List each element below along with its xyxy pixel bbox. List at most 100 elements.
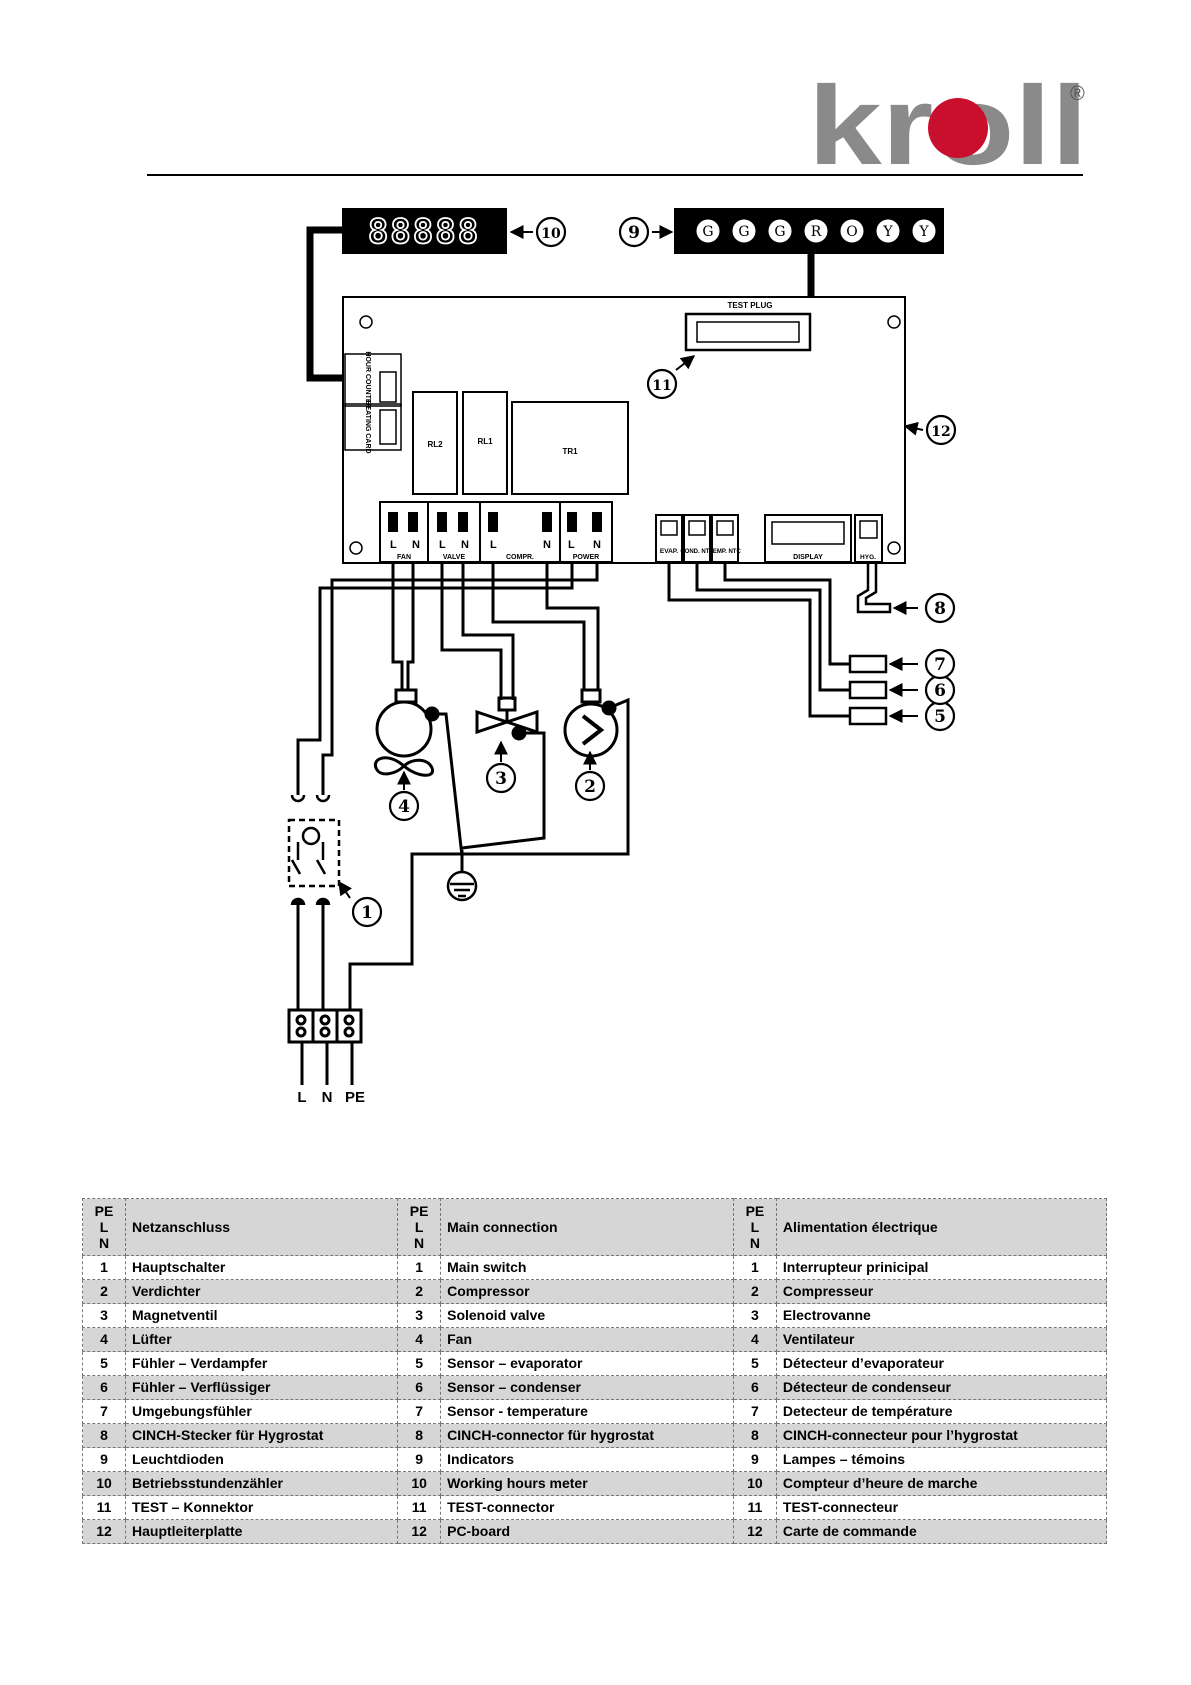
svg-text:FAN: FAN — [397, 554, 411, 561]
sensor-6 — [848, 680, 888, 700]
svg-text:1: 1 — [361, 903, 373, 923]
led-indicator-5: O — [840, 219, 864, 243]
led-letter: G — [738, 224, 749, 240]
callout-3: 3 — [485, 740, 517, 794]
legend-text-en: Solenoid valve — [440, 1303, 734, 1328]
callout-5: 5 — [888, 700, 956, 732]
svg-text:L: L — [439, 539, 446, 551]
callout-10: 10 — [509, 216, 567, 248]
legend-text-fr: Ventilateur — [775, 1327, 1108, 1352]
svg-text:COND. NTC: COND. NTC — [680, 549, 714, 555]
supply-labels: L N PE — [297, 1089, 365, 1106]
logo-red-dot — [928, 98, 988, 158]
legend-header-en: Main connection — [440, 1198, 734, 1256]
svg-text:L: L — [390, 539, 397, 551]
legend-text-de: Hauptschalter — [124, 1255, 399, 1280]
svg-text:N: N — [593, 539, 601, 551]
legend-number-fr: 8 — [732, 1423, 777, 1448]
legend-header-pln-line: L — [99, 1219, 109, 1235]
relay-rl1 — [462, 391, 508, 495]
legend-number-en: 9 — [397, 1447, 442, 1472]
legend-header-pln-line: PE — [409, 1203, 429, 1219]
svg-text:HEATING CARD: HEATING CARD — [364, 400, 371, 453]
callout-9: 9 — [618, 216, 674, 248]
legend-text-en: Main switch — [440, 1255, 734, 1280]
svg-text:VALVE: VALVE — [443, 554, 466, 561]
legend-number-en: 5 — [397, 1351, 442, 1376]
svg-text:RL1: RL1 — [477, 437, 493, 446]
led-letter: G — [702, 224, 713, 240]
registered-mark: ® — [1070, 83, 1085, 105]
svg-text:COMPR.: COMPR. — [506, 554, 534, 561]
legend-text-de: Magnetventil — [124, 1303, 399, 1328]
legend-number-de: 9 — [82, 1447, 126, 1472]
led-letter: Y — [882, 224, 893, 240]
test-plug — [684, 312, 812, 352]
legend-number-fr: 2 — [732, 1279, 777, 1304]
legend-number-de: 5 — [82, 1351, 126, 1376]
legend-text-fr: Carte de commande — [775, 1519, 1108, 1544]
svg-text:11: 11 — [652, 378, 671, 394]
legend-header-pln-line: N — [414, 1235, 425, 1251]
svg-text:3: 3 — [495, 769, 507, 789]
legend-number-fr: 5 — [732, 1351, 777, 1376]
display-cable — [306, 226, 345, 382]
callout-7: 7 — [888, 648, 956, 680]
supply-terminal-strip — [287, 1008, 363, 1044]
legend-text-en: Compressor — [440, 1279, 734, 1304]
terminal-block — [379, 501, 613, 563]
led-indicator-1: G — [696, 219, 720, 243]
svg-text:HYG.: HYG. — [860, 554, 876, 561]
legend-number-en: 12 — [397, 1519, 442, 1544]
svg-text:2: 2 — [584, 777, 596, 797]
legend-number-de: 10 — [82, 1471, 126, 1496]
led-indicator-3: G — [768, 219, 792, 243]
legend-text-de: Lüfter — [124, 1327, 399, 1352]
legend-number-de: 2 — [82, 1279, 126, 1304]
svg-text:9: 9 — [628, 223, 640, 243]
led-letter: G — [774, 224, 785, 240]
svg-text:6: 6 — [934, 681, 946, 701]
supply-label-l: L — [297, 1089, 306, 1106]
callout-8: 8 — [892, 592, 956, 624]
led-indicator-4: R — [804, 219, 828, 243]
svg-text:N: N — [412, 539, 420, 551]
legend-text-en: Fan — [440, 1327, 734, 1352]
legend-number-de: 7 — [82, 1399, 126, 1424]
legend-header-pln-line: PE — [94, 1203, 114, 1219]
legend-number-en: 3 — [397, 1303, 442, 1328]
legend-header-pln-line: PE — [745, 1203, 765, 1219]
callout-11: 11 — [646, 355, 696, 400]
main-switch — [287, 794, 341, 906]
hour-counter-socket — [344, 353, 402, 407]
legend-text-de: Leuchtdioden — [124, 1447, 399, 1472]
legend-number-en: 8 — [397, 1423, 442, 1448]
legend-text-en: Sensor - temperature — [440, 1399, 734, 1424]
legend-text-fr: Interrupteur prinicipal — [775, 1255, 1108, 1280]
legend-text-fr: TEST-connecteur — [775, 1495, 1108, 1520]
led-indicator-2: G — [732, 219, 756, 243]
transformer-tr1 — [511, 401, 629, 495]
svg-text:10: 10 — [541, 226, 561, 242]
legend-text-fr: Détecteur de condenseur — [775, 1375, 1108, 1400]
legend-text-de: Verdichter — [124, 1279, 399, 1304]
legend-text-en: Sensor – condenser — [440, 1375, 734, 1400]
led-indicator-7: Y — [912, 219, 936, 243]
svg-text:12: 12 — [931, 424, 950, 440]
heating-card-socket — [344, 403, 402, 451]
legend-number-en: 6 — [397, 1375, 442, 1400]
legend-text-de: CINCH-Stecker für Hygrostat — [124, 1423, 399, 1448]
legend-text-de: Betriebsstundenzähler — [124, 1471, 399, 1496]
